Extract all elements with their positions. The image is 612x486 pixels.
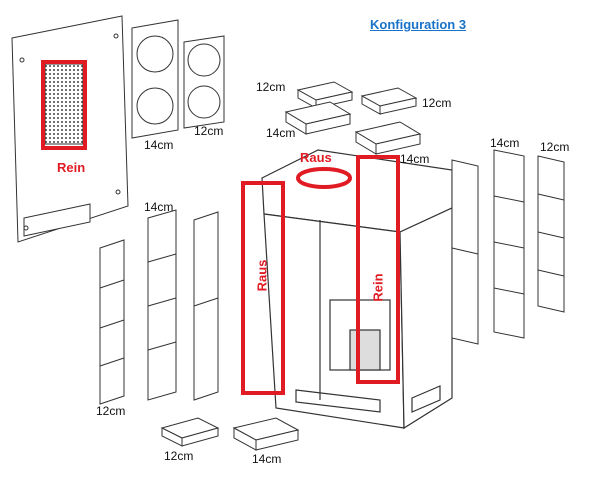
label-top-14cm-b: 14cm: [400, 152, 430, 166]
label-raus-top: Raus: [300, 150, 332, 165]
fan-column-right-14cm: [493, 149, 525, 339]
label-top-12cm-a: 12cm: [256, 80, 286, 94]
label-right-14cm: 14cm: [490, 136, 520, 150]
label-top-left-14cm: 14cm: [144, 138, 174, 152]
label-left-14cm: 14cm: [144, 200, 174, 214]
fan-column-right-12cm: [537, 155, 565, 313]
fan-top-14cm-a: [284, 101, 352, 135]
label-right-12cm: 12cm: [540, 140, 570, 154]
label-bottom-12cm: 12cm: [164, 449, 194, 463]
label-top-14cm-a: 14cm: [266, 126, 296, 140]
fan-bracket-right: [451, 159, 479, 345]
exhaust-box-left: [241, 181, 285, 395]
label-top-12cm-b: 12cm: [422, 96, 452, 110]
label-raus-left: Raus: [254, 259, 270, 292]
label-bottom-14cm: 14cm: [252, 452, 282, 466]
fan-group-top-left-12cm: [183, 35, 225, 129]
intake-box-right: [356, 155, 400, 384]
label-left-12cm: 12cm: [96, 404, 126, 418]
fan-bracket-left: [193, 211, 219, 401]
side-panel-mesh: [44, 63, 84, 145]
fan-column-left-14cm: [147, 209, 177, 401]
label-rein-side-panel: Rein: [57, 160, 86, 175]
config-title-link[interactable]: Konfiguration 3: [370, 17, 467, 32]
fan-group-top-left-14cm: [131, 19, 179, 139]
fan-column-left-12cm: [99, 239, 125, 405]
fan-bottom-14cm: [232, 417, 300, 451]
fan-bottom-12cm: [160, 417, 220, 447]
label-rein-right: Rein: [370, 273, 386, 302]
exhaust-ring-top: [296, 167, 352, 189]
fan-top-14cm-b: [354, 121, 422, 155]
fan-top-12cm-b: [360, 87, 418, 115]
intake-box-side-panel: [41, 60, 87, 150]
label-top-left-12cm: 12cm: [194, 124, 224, 138]
